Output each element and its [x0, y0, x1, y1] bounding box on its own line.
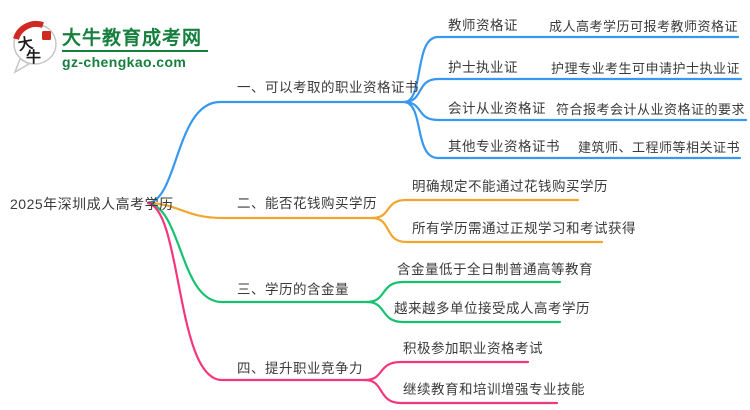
- branch3-subtopic-1: 含金量低于全日制普通高等教育: [397, 262, 593, 277]
- branch1-subtopic-4: 其他专业资格证书: [448, 139, 560, 154]
- branch3-row2-line: [365, 300, 562, 324]
- branch1-topic: 一、可以考取的职业资格证书: [237, 80, 419, 95]
- branch1-row4-line: [403, 100, 742, 160]
- branch4-row2-line: [363, 378, 559, 405]
- branch4-topic: 四、提升职业竞争力: [237, 361, 363, 376]
- branch2-row2-line: [370, 216, 604, 244]
- branch4-subtopic-2: 继续教育和培训增强专业技能: [403, 382, 585, 397]
- branch1-trunk-line: [146, 100, 407, 205]
- brand-url: gz-chengkao.com: [62, 54, 187, 70]
- root-topic: 2025年深圳成人高考学历: [10, 196, 174, 212]
- branch1-subtopic-2: 护士执业证: [448, 60, 518, 75]
- branch2-row1-line: [370, 198, 580, 220]
- branch1-subtopic-1: 教师资格证: [448, 18, 518, 33]
- branch1-row1-line: [403, 35, 740, 104]
- svg-text:大: 大: [17, 34, 35, 54]
- branch1-leaf-3: 符合报考会计从业资格证的要求: [555, 102, 745, 117]
- svg-text:牛: 牛: [26, 48, 41, 66]
- branch1-leaf-2: 护理专业考生可申请护士执业证: [550, 61, 740, 76]
- branch1-leaf-1: 成人高考学历可报考教师资格证: [548, 19, 738, 34]
- branch3-subtopic-2: 越来越多单位接受成人高考学历: [394, 301, 590, 316]
- branch2-subtopic-2: 所有学历需通过正规学习和考试获得: [412, 221, 636, 236]
- branch2-topic: 二、能否花钱购买学历: [237, 196, 377, 211]
- branch2-trunk-line: [146, 201, 374, 220]
- branch1-subtopic-3: 会计从业资格证: [448, 101, 546, 116]
- branch1-row2-line: [403, 77, 743, 104]
- site-logo: 大 牛 大牛教育成考网 gz-chengkao.com: [12, 18, 232, 78]
- branch3-row1-line: [365, 280, 562, 304]
- branch2-subtopic-1: 明确规定不能通过花钱购买学历: [412, 179, 608, 194]
- branch1-leaf-4: 建筑师、工程师等相关证书: [577, 140, 740, 155]
- branch4-subtopic-1: 积极参加职业资格考试: [403, 341, 543, 356]
- branch4-row1-line: [363, 360, 530, 382]
- branch4-trunk-line: [146, 201, 367, 382]
- brand-divider: [62, 50, 208, 52]
- brand-name: 大牛教育成考网: [62, 28, 203, 49]
- branch1-row3-line: [403, 100, 748, 122]
- branch3-topic: 三、学历的含金量: [237, 282, 349, 297]
- daniu-bubble-icon: 大 牛: [13, 20, 57, 74]
- branch3-trunk-line: [146, 201, 369, 304]
